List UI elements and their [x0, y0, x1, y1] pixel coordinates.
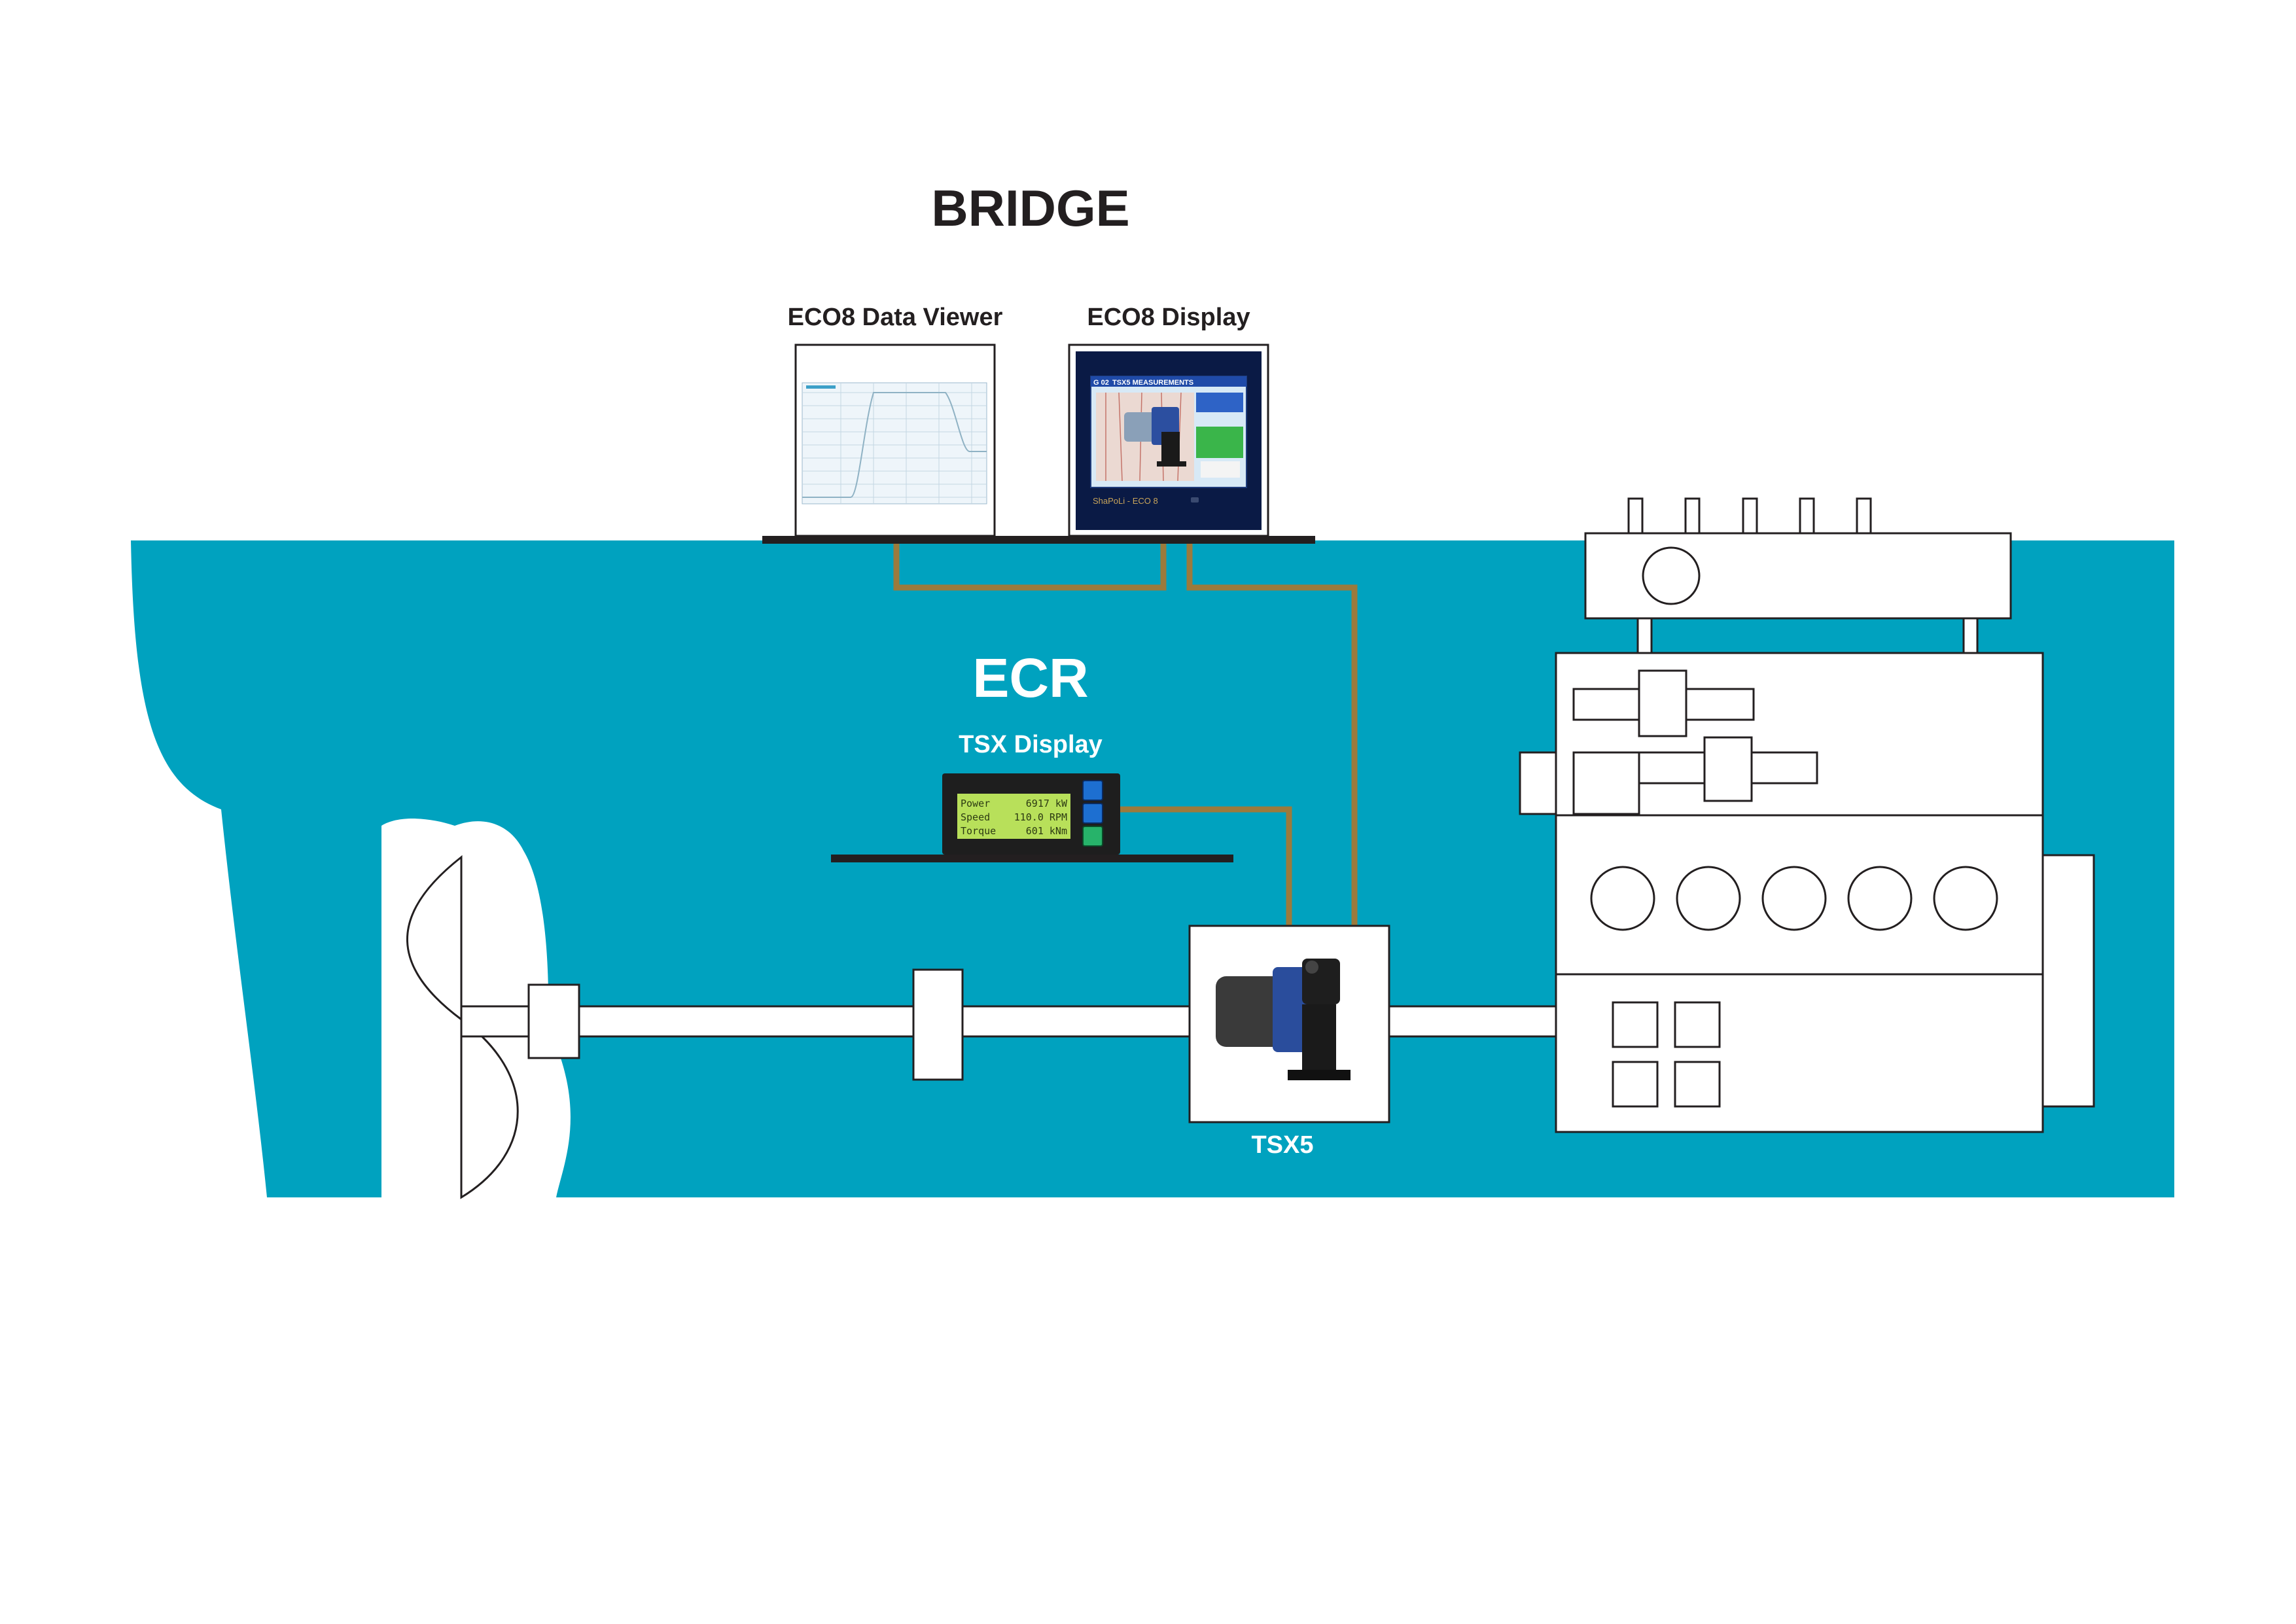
tsx5-label: TSX5	[1251, 1131, 1313, 1159]
eco8-torque-sensor-image	[1124, 407, 1186, 467]
manifold-support-left	[1636, 617, 1653, 654]
tsx-row-value-power: 6917 kW	[1026, 798, 1068, 809]
eco8-display-monitor: G 02 TSX5 MEASUREMENTS ShaPoLi - ECO 8	[1068, 344, 1269, 537]
cable-network	[893, 543, 1358, 925]
tsx-row-label-power: Power	[961, 798, 990, 809]
intermediate-shaft-bearing	[912, 968, 964, 1081]
eco8-data-viewer-label: ECO8 Data Viewer	[788, 304, 1003, 331]
propeller	[406, 855, 519, 1199]
propeller-shaft	[460, 968, 1634, 1081]
viewer-chart-gridlines	[802, 383, 987, 504]
tsx-row-label-torque: Torque	[961, 825, 996, 837]
turbocharger-circle	[1642, 546, 1701, 605]
ecr-title: ECR	[972, 647, 1088, 709]
turbocharger-exhaust-pipe-5	[1856, 497, 1872, 535]
tsx-display-unit: Power 6917 kW Speed 110.0 RPM Torque 601…	[942, 773, 1120, 855]
turbocharger-exhaust-pipe-2	[1684, 497, 1701, 535]
manifold-support-right	[1962, 617, 1979, 654]
cylinder-2	[1676, 866, 1741, 931]
eco8-header-left: G 02	[1093, 379, 1109, 387]
tsx5-unit	[1188, 925, 1390, 1123]
cylinder-4	[1847, 866, 1913, 931]
viewer-chart-plot	[802, 382, 987, 504]
ecr-shelf	[831, 855, 1233, 862]
tsx-button-enter[interactable]	[1082, 826, 1103, 847]
cylinder-1	[1590, 866, 1655, 931]
tsx-lcd-screen	[957, 794, 1070, 839]
cylinder-5	[1933, 866, 1998, 931]
tsx-row-value-torque: 601 kNm	[1026, 825, 1067, 837]
eco8-footer-brand: ShaPoLi - ECO 8	[1093, 496, 1158, 506]
eco8-header-title: TSX5 MEASUREMENTS	[1112, 379, 1193, 387]
eco8-home-button[interactable]	[1191, 497, 1199, 503]
tsx-button-down[interactable]	[1082, 803, 1103, 824]
cylinder-3	[1761, 866, 1827, 931]
main-engine	[1519, 497, 2095, 1133]
bridge-shelf	[762, 536, 1315, 544]
turbocharger-exhaust-pipe-4	[1799, 497, 1815, 535]
tsx5-sensor-image	[1216, 959, 1351, 1080]
tsx-button-up[interactable]	[1082, 780, 1103, 801]
turbocharger-exhaust-pipe-3	[1742, 497, 1758, 535]
engine-side-panel	[2041, 854, 2095, 1108]
stern-tube-bearing	[527, 983, 580, 1059]
viewer-chart-series	[802, 392, 987, 498]
tsx-display-label: TSX Display	[959, 731, 1103, 758]
tsx-row-value-speed: 110.0 RPM	[1014, 811, 1067, 823]
engine-crankcase	[1555, 973, 2044, 1133]
cable-display-to-tsx5	[1186, 543, 1358, 925]
eco8-data-viewer-monitor	[794, 344, 996, 537]
eco8-display-label: ECO8 Display	[1087, 304, 1250, 331]
turbocharger-exhaust-pipe-1	[1627, 497, 1644, 535]
tsx-row-label-speed: Speed	[961, 811, 990, 823]
cable-viewer-to-display	[893, 543, 1167, 591]
bridge-title: BRIDGE	[931, 179, 1129, 237]
viewer-chart-legend	[806, 385, 836, 389]
cable-tsx-display-to-tsx5	[1120, 806, 1292, 925]
